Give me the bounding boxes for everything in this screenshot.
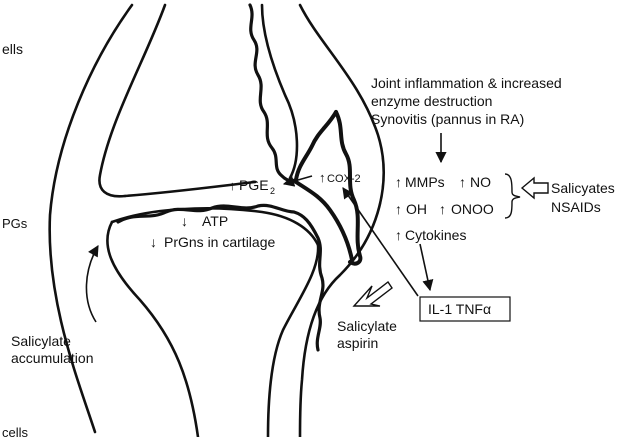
upper-bone-right-edge <box>262 5 297 178</box>
salicylate-aspirin-line1: Salicylate <box>337 318 397 334</box>
lower-bone-left-edge <box>107 222 198 437</box>
no-label: NO <box>470 174 491 190</box>
text-labels: ells PGs cells Joint inflammation & incr… <box>2 41 615 437</box>
hollow-arrow-aspirin <box>354 282 392 306</box>
atp-label: ATP <box>202 213 228 229</box>
edge-cells-bottom: cells <box>2 425 29 437</box>
joint-inflammation-line2: enzyme destruction <box>371 93 492 109</box>
arrow-accumulation <box>86 246 98 322</box>
atp-down-arrow: ↓ <box>181 213 188 229</box>
capsule-right-outer <box>300 5 384 437</box>
synovitis-label: Synovitis (pannus in RA) <box>371 111 524 127</box>
mmps-label: MMPs <box>405 174 445 190</box>
nsaids-label: NSAIDs <box>551 199 601 215</box>
synovium-triangle-bottom <box>296 182 352 260</box>
salicylates-label: Salicyates <box>551 180 615 196</box>
arrow-cytokines-down <box>420 244 430 290</box>
oh-up-arrow: ↑ <box>395 201 402 217</box>
synovium-triangle-left <box>296 112 336 180</box>
pge2-subscript: 2 <box>270 186 275 196</box>
pge2-up-arrow: ↑ <box>229 178 236 193</box>
pge2-label: PGE <box>239 177 269 193</box>
edge-pgs: PGs <box>2 216 28 231</box>
prgns-down-arrow: ↓ <box>150 234 157 250</box>
upper-bone-bottom <box>125 182 255 196</box>
hollow-arrow-salicylates <box>522 178 548 198</box>
brace <box>505 174 520 218</box>
no-up-arrow: ↑ <box>459 174 466 190</box>
joint-inflammation-line1: Joint inflammation & increased <box>371 75 562 91</box>
upper-bone-left-edge <box>99 5 165 196</box>
upper-cartilage <box>250 5 295 181</box>
il1-tnf-label: IL-1 TNFα <box>428 301 491 317</box>
cytokines-label: Cytokines <box>405 227 466 243</box>
prgns-label: PrGns in cartilage <box>164 234 275 250</box>
onoo-up-arrow: ↑ <box>439 201 446 217</box>
cytokines-up-arrow: ↑ <box>395 227 402 243</box>
salicylate-accum-line2: accumulation <box>11 350 94 366</box>
arrows <box>86 133 441 322</box>
salicylate-accum-line1: Salicylate <box>11 333 71 349</box>
cox2-up-arrow: ↑ <box>319 170 326 185</box>
oh-label: OH <box>406 201 427 217</box>
onoo-label: ONOO <box>451 201 494 217</box>
lower-bone-right-edge <box>268 245 318 437</box>
cox2-label: COX-2 <box>327 173 361 185</box>
mmps-up-arrow: ↑ <box>395 174 402 190</box>
salicylate-aspirin-line2: aspirin <box>337 335 378 351</box>
edge-cells-top: ells <box>2 41 23 57</box>
